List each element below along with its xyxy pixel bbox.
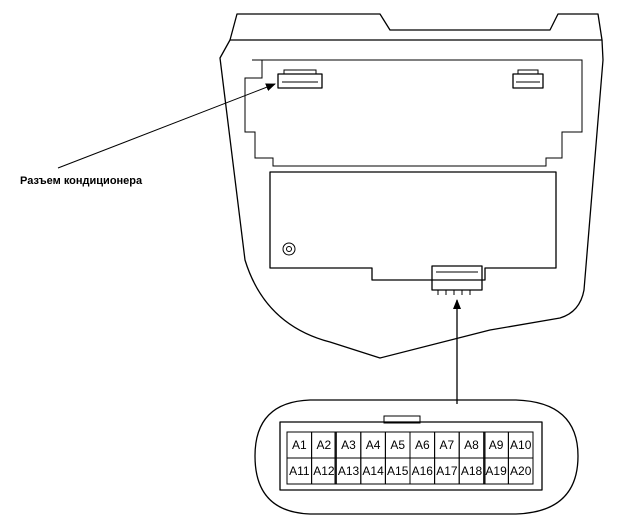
pin-label: A5 [390, 438, 405, 452]
control-unit [269, 171, 557, 281]
ac-connector [277, 69, 323, 89]
pin-label: A4 [366, 438, 381, 452]
pin-label: A7 [440, 438, 455, 452]
pin-label: A20 [510, 464, 532, 478]
pin-label: A14 [362, 464, 384, 478]
pin-label: A17 [436, 464, 458, 478]
console-panel [219, 13, 604, 359]
pin-label: A8 [464, 438, 479, 452]
pin-label: A13 [338, 464, 360, 478]
pin-label: A16 [412, 464, 434, 478]
pin-label: A2 [317, 438, 332, 452]
pin-label: A9 [489, 438, 504, 452]
pin-label: A11 [289, 464, 310, 478]
pin-label: A15 [387, 464, 409, 478]
pin-label: A6 [415, 438, 430, 452]
pin-label: A1 [292, 438, 307, 452]
board-connector [431, 265, 483, 295]
pin-label: A3 [341, 438, 356, 452]
pin-label: A12 [313, 464, 335, 478]
pin-label: A19 [485, 464, 507, 478]
ac-connector-label: Разъем кондиционера [20, 175, 143, 187]
pin-cell [507, 457, 534, 485]
callout-arrow [57, 83, 276, 169]
pin-label: A10 [510, 438, 532, 452]
secondary-connector [512, 69, 544, 89]
pin-label: A18 [461, 464, 483, 478]
